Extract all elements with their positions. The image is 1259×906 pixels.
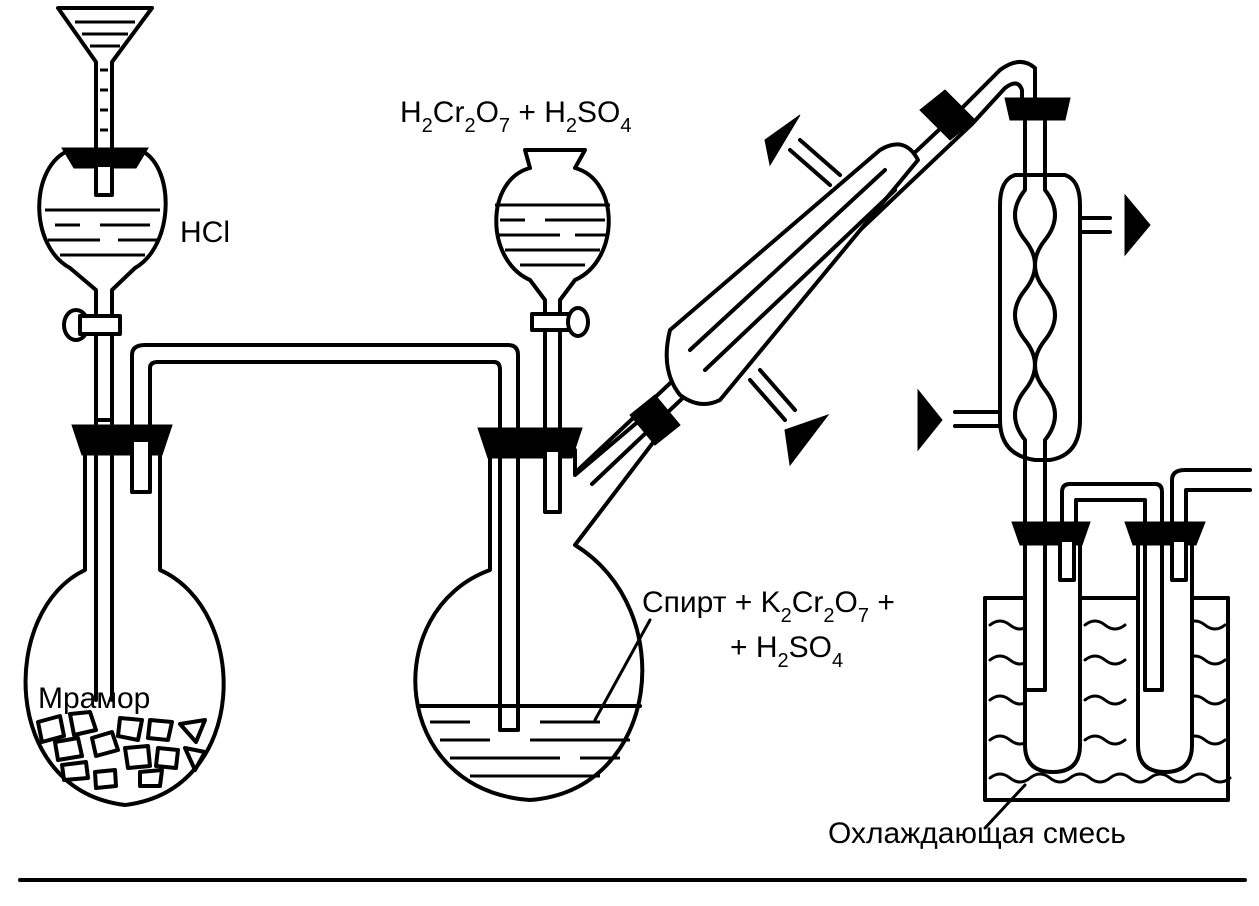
receiver-tube-2 [1136, 538, 1194, 774]
gas-generator [23, 6, 226, 807]
bulb-condenser [917, 97, 1151, 532]
connecting-tube-outer [130, 343, 520, 447]
connecting-tube-inner [148, 360, 502, 447]
bulb-condenser-stopper [1004, 97, 1071, 121]
flask-reagent-line2: + H2SO4 [730, 631, 843, 672]
condenser-lower-stopper [629, 394, 681, 446]
reagent-liquid-lines [495, 203, 610, 267]
liebig-condenser [576, 60, 1037, 486]
condenser-jacket [664, 142, 920, 406]
bulb-water-in-arrow [917, 388, 943, 452]
cooling-bath [983, 596, 1230, 802]
condenser-upper-stopper [919, 89, 976, 141]
bulb-liquid-lines [45, 208, 160, 257]
reaction-flask [413, 418, 657, 802]
cooling-mixture-label: Охлаждающая смесь [828, 817, 1126, 850]
receivers [983, 468, 1252, 830]
marble-label: Мрамор [38, 682, 150, 715]
bulb-condenser-jacket [998, 173, 1082, 462]
bath-wave-lines [988, 619, 1232, 784]
receiver-stopper-2 [1124, 521, 1206, 546]
marble-pieces [36, 710, 207, 790]
bulb-water-out-arrow [1124, 193, 1151, 257]
bulb-stopper [61, 147, 149, 169]
funnel-liquid-lines [75, 20, 135, 132]
hcl-dropping-bulb [37, 148, 168, 422]
reaction-unit [413, 148, 657, 802]
flask-label-leader [593, 618, 652, 722]
flask-reagent-line1: Спирт + K2Cr2O7 + [642, 586, 895, 627]
reaction-flask-stopper [477, 427, 583, 459]
bulb-coil-right [1033, 118, 1057, 532]
bulb-coil-left [1013, 118, 1037, 532]
hcl-stopcock [62, 308, 122, 342]
top-reagent-label: H2Cr2O7 + H2SO4 [400, 96, 632, 137]
water-out-arrow [764, 114, 801, 167]
water-in-arrow [784, 413, 830, 467]
marble-flask-stopper [71, 424, 173, 456]
reagent-stopcock [530, 306, 590, 338]
receiver-tube-1 [1023, 538, 1082, 774]
hcl-label: HCl [180, 216, 230, 249]
reagent-dropping-bulb [494, 148, 611, 432]
bath-label-leader [983, 783, 1027, 830]
